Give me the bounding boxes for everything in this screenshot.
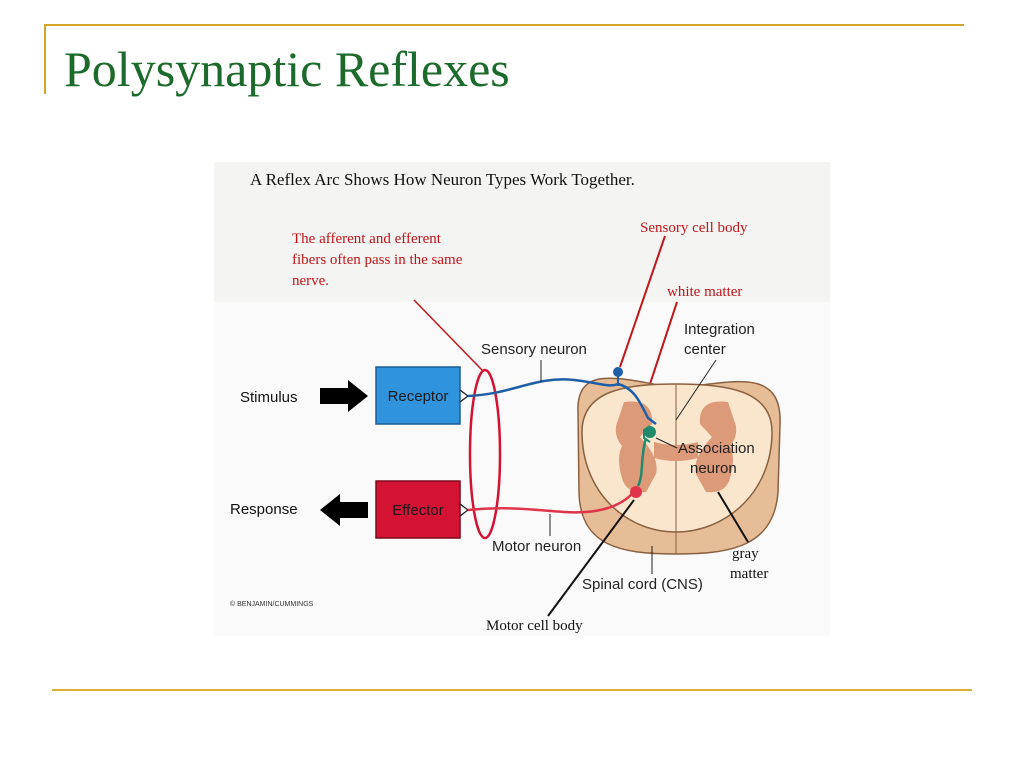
sensory-cell-body-note: Sensory cell body <box>640 220 748 236</box>
association-synapse <box>643 425 651 443</box>
effector-box <box>375 480 461 539</box>
integration-leader <box>675 359 717 421</box>
gray-matter-right <box>695 401 737 493</box>
figure-heading: A Reflex Arc Shows How Neuron Types Work… <box>250 170 635 189</box>
afferent-note-line1: The afferent and efferent <box>292 231 442 247</box>
left-rule <box>44 24 46 94</box>
response-arrow <box>320 494 368 526</box>
gray-matter-pointer <box>717 491 749 543</box>
bottom-rule <box>52 689 972 691</box>
gray-matter-note-line2: matter <box>730 566 768 582</box>
association-label-line2: neuron <box>690 460 737 477</box>
gray-matter-left <box>615 401 657 493</box>
stimulus-label: Stimulus <box>240 389 298 406</box>
integration-label-line2: center <box>684 341 726 358</box>
integration-label-line1: Integration <box>684 321 755 338</box>
motor-cell-body <box>630 486 642 498</box>
motor-neuron-label: Motor neuron <box>492 538 581 555</box>
association-neuron-axon <box>636 437 648 487</box>
white-matter-note: white matter <box>667 284 742 300</box>
gray-matter-note-line1: gray <box>732 546 759 562</box>
gray-commissure <box>654 442 698 461</box>
effector-label: Effector <box>392 502 443 519</box>
sensory-cell-body <box>613 367 623 377</box>
nerve-ellipse <box>468 368 502 540</box>
association-leader <box>655 437 678 449</box>
sensory-neuron-axon <box>467 378 619 398</box>
receptor-box <box>375 366 461 425</box>
motor-cell-body-pointer <box>547 499 635 617</box>
motor-cell-body-note: Motor cell body <box>486 618 583 634</box>
afferent-note-line3: nerve. <box>292 273 329 289</box>
reflex-arc-diagram: A Reflex Arc Shows How Neuron Types Work… <box>214 170 830 636</box>
reflex-arc-figure: A Reflex Arc Shows How Neuron Types Work… <box>214 162 830 636</box>
afferent-note-line2: fibers often pass in the same <box>292 252 463 268</box>
stimulus-arrow <box>320 380 368 412</box>
motor-neuron-axon <box>467 493 633 514</box>
sensory-neuron-terminal <box>617 382 657 425</box>
copyright-notice: © BENJAMIN/CUMMINGS <box>230 600 314 608</box>
spinal-cord-label: Spinal cord (CNS) <box>582 576 703 593</box>
response-label: Response <box>230 501 298 518</box>
sensory-neuron-label: Sensory neuron <box>481 341 587 358</box>
white-matter-pointer <box>649 301 678 385</box>
slide-title: Polysynaptic Reflexes <box>64 41 510 97</box>
afferent-pointer-line <box>413 299 483 371</box>
top-rule <box>44 24 964 26</box>
sensory-cell-body-pointer <box>619 235 666 368</box>
receptor-label: Receptor <box>388 388 449 405</box>
association-label-line1: Association <box>678 440 755 457</box>
